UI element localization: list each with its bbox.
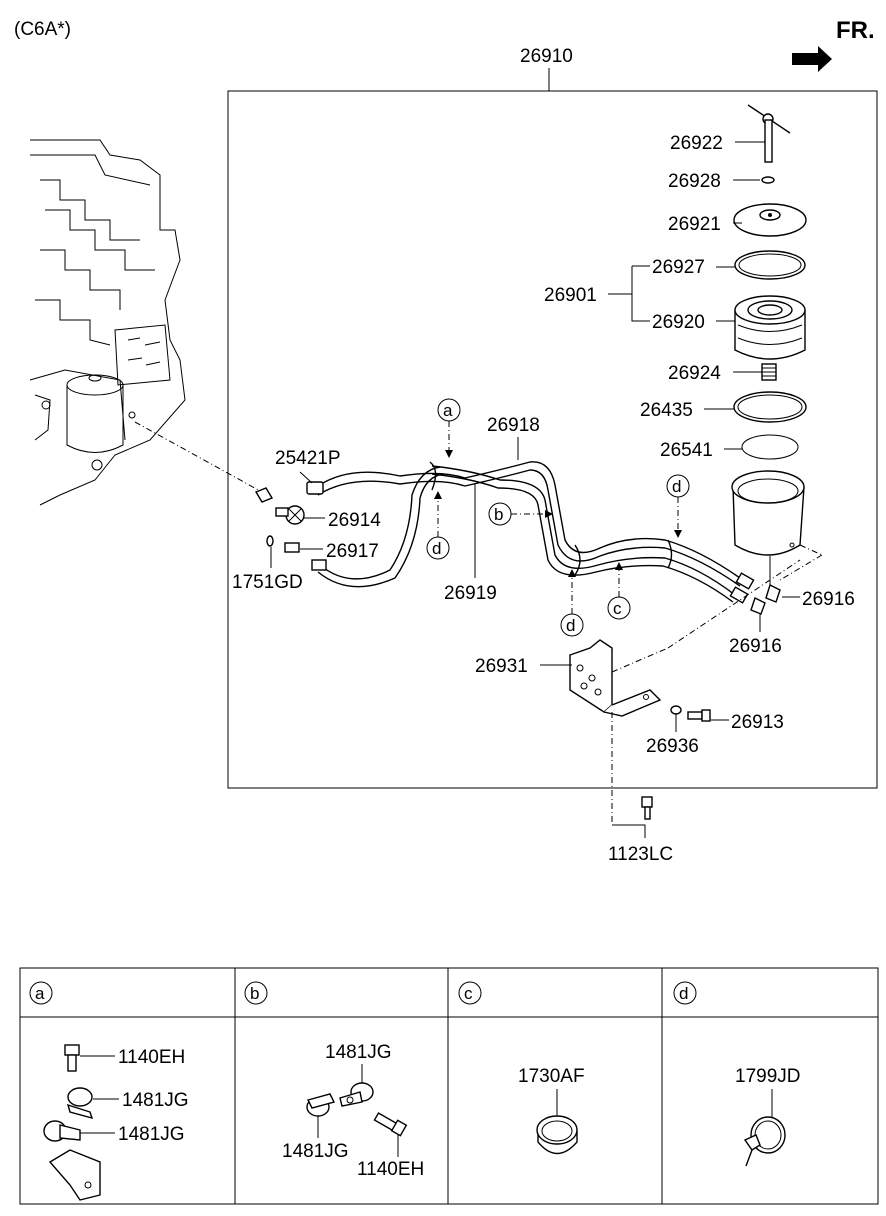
- callout-b: b: [488, 502, 553, 526]
- part-26913-label: 26913: [731, 712, 784, 733]
- part-26924-label: 26924: [668, 363, 721, 384]
- part-26916-label-right: 26916: [802, 589, 855, 610]
- part-25421P-label: 25421P: [275, 448, 341, 469]
- svg-text:c: c: [464, 984, 473, 1003]
- part-26916-label-lower: 26916: [729, 636, 782, 657]
- clip-a-mark: [429, 461, 437, 491]
- assembly-number: 26910: [520, 46, 573, 67]
- part-26919-label: 26919: [444, 583, 497, 604]
- svg-text:b: b: [250, 984, 259, 1003]
- hose-lines: [317, 461, 741, 603]
- svg-text:b: b: [494, 505, 503, 524]
- callout-table: [19, 967, 879, 1205]
- bracket-26931: [569, 559, 801, 717]
- cell-b-parts: [306, 1082, 408, 1137]
- front-direction-label: FR.: [836, 17, 875, 44]
- part-1751GD-label: 1751GD: [232, 572, 303, 593]
- part-26918-label: 26918: [487, 415, 540, 436]
- part-26927-label: 26927: [652, 257, 705, 278]
- variant-label: (C6A*): [14, 19, 71, 40]
- part-26928-label: 26928: [668, 171, 721, 192]
- table-header-c: c: [458, 981, 482, 1005]
- part-26917-label: 26917: [326, 541, 379, 562]
- part-26931-label: 26931: [475, 656, 528, 677]
- svg-text:d: d: [679, 984, 688, 1003]
- engine-block-sketch: [29, 139, 186, 506]
- front-arrow-icon: [792, 46, 832, 72]
- table-header-a: a: [29, 981, 53, 1005]
- leader-1123LC: [612, 824, 646, 838]
- part-26541-label: 26541: [660, 440, 713, 461]
- clip-d-mark-2: [667, 539, 673, 569]
- svg-text:a: a: [35, 984, 45, 1003]
- clip-d-mark-1: [574, 544, 581, 576]
- cell-b-1140EH: 1140EH: [357, 1159, 424, 1180]
- svg-text:d: d: [672, 477, 681, 496]
- svg-text:d: d: [566, 616, 575, 635]
- leader-25421P: [299, 471, 313, 484]
- callout-d-left: d: [426, 491, 450, 560]
- svg-text:d: d: [432, 539, 441, 558]
- part-26921-label: 26921: [668, 214, 721, 235]
- svg-text:c: c: [613, 599, 622, 618]
- washer-26936: [670, 705, 682, 715]
- cell-b-1481JG-top: 1481JG: [325, 1042, 392, 1063]
- cell-a-parts: [43, 1044, 101, 1201]
- callout-d-lower: d: [560, 569, 584, 637]
- part-26435-label: 26435: [640, 400, 693, 421]
- cell-a-1140EH: 1140EH: [118, 1047, 185, 1068]
- callout-a: a: [437, 398, 461, 458]
- part-26914-label: 26914: [328, 510, 381, 531]
- filter-assy-bracket: [608, 265, 650, 322]
- part-26920-label: 26920: [652, 312, 705, 333]
- filter-stack: [731, 104, 823, 585]
- cell-b-1481JG-left: 1481JG: [282, 1141, 349, 1162]
- cell-c-part: [536, 1115, 578, 1155]
- bolt-26913: [687, 709, 711, 722]
- assembly-frame: [227, 90, 878, 789]
- cell-d-part: [743, 1116, 786, 1167]
- part-26922-label: 26922: [670, 133, 723, 154]
- engine-connection-line: [134, 421, 263, 493]
- bolt-1123LC: [641, 796, 653, 820]
- part-26936-label: 26936: [646, 736, 699, 757]
- callout-d-right: d: [666, 474, 690, 538]
- callout-c: c: [607, 562, 631, 620]
- cell-a-1481JG-2: 1481JG: [118, 1124, 185, 1145]
- cell-c-1730AF: 1730AF: [518, 1066, 585, 1087]
- filter-assy-label: 26901: [544, 285, 597, 306]
- cell-a-1481JG-1: 1481JG: [122, 1090, 189, 1111]
- left-fittings: [254, 481, 327, 571]
- part-1123LC-label: 1123LC: [608, 844, 673, 865]
- svg-text:a: a: [443, 401, 453, 420]
- cell-d-1799JD: 1799JD: [735, 1066, 801, 1087]
- right-fittings: [729, 572, 781, 615]
- table-header-d: d: [673, 981, 697, 1005]
- table-header-b: b: [244, 981, 268, 1005]
